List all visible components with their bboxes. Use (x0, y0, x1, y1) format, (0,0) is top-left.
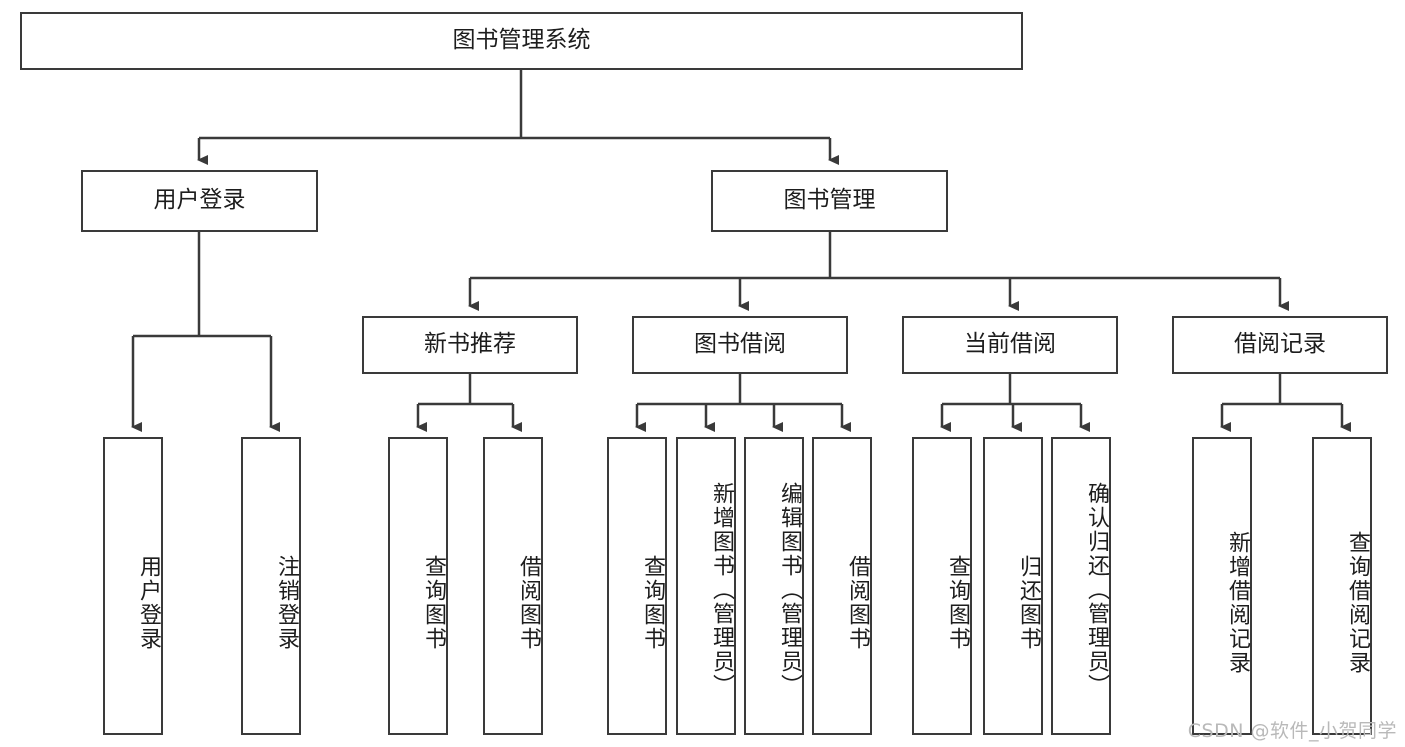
node-label: 用户登录 (136, 555, 161, 651)
leaf-confirm-return-admin[interactable]: 确认归还（管理员） (1051, 437, 1111, 735)
node-label: 借阅图书 (845, 555, 870, 651)
node-label: 新增图书（管理员） (709, 482, 734, 698)
node-label: 新书推荐 (424, 331, 516, 358)
leaf-user-login[interactable]: 用户登录 (103, 437, 163, 735)
watermark-text: CSDN @软件_小贺同学 (1187, 720, 1397, 742)
node-label: 借阅图书 (516, 555, 541, 651)
leaf-return-book[interactable]: 归还图书 (983, 437, 1043, 735)
node-label: 查询图书 (945, 555, 970, 651)
leaf-borrow-book-recommend[interactable]: 借阅图书 (483, 437, 543, 735)
node-current-borrow[interactable]: 当前借阅 (902, 316, 1118, 374)
node-label: 编辑图书（管理员） (777, 482, 802, 698)
node-label: 用户登录 (153, 187, 246, 214)
node-label: 图书借阅 (694, 331, 786, 358)
node-label: 注销登录 (274, 555, 299, 651)
node-label: 新增借阅记录 (1225, 531, 1250, 675)
node-label: 查询借阅记录 (1345, 531, 1370, 675)
leaf-query-book-recommend[interactable]: 查询图书 (388, 437, 448, 735)
node-user-login[interactable]: 用户登录 (81, 170, 318, 232)
leaf-query-book-borrow[interactable]: 查询图书 (607, 437, 667, 735)
node-label: 借阅记录 (1234, 331, 1326, 358)
leaf-logout[interactable]: 注销登录 (241, 437, 301, 735)
node-label: 查询图书 (421, 555, 446, 651)
node-label: 确认归还（管理员） (1084, 482, 1109, 698)
leaf-query-borrow-record[interactable]: 查询借阅记录 (1312, 437, 1372, 735)
node-label: 当前借阅 (964, 331, 1056, 358)
node-book-borrow[interactable]: 图书借阅 (632, 316, 848, 374)
node-label: 查询图书 (640, 555, 665, 651)
leaf-borrow-book[interactable]: 借阅图书 (812, 437, 872, 735)
node-label: 归还图书 (1016, 555, 1041, 651)
leaf-query-book-current[interactable]: 查询图书 (912, 437, 972, 735)
leaf-add-book-admin[interactable]: 新增图书（管理员） (676, 437, 736, 735)
node-new-book-recommend[interactable]: 新书推荐 (362, 316, 578, 374)
node-borrow-record[interactable]: 借阅记录 (1172, 316, 1388, 374)
node-book-management[interactable]: 图书管理 (711, 170, 948, 232)
leaf-add-borrow-record[interactable]: 新增借阅记录 (1192, 437, 1252, 735)
node-label: 图书管理系统 (452, 27, 591, 54)
node-label: 图书管理 (783, 187, 876, 214)
leaf-edit-book-admin[interactable]: 编辑图书（管理员） (744, 437, 804, 735)
node-root[interactable]: 图书管理系统 (20, 12, 1023, 70)
